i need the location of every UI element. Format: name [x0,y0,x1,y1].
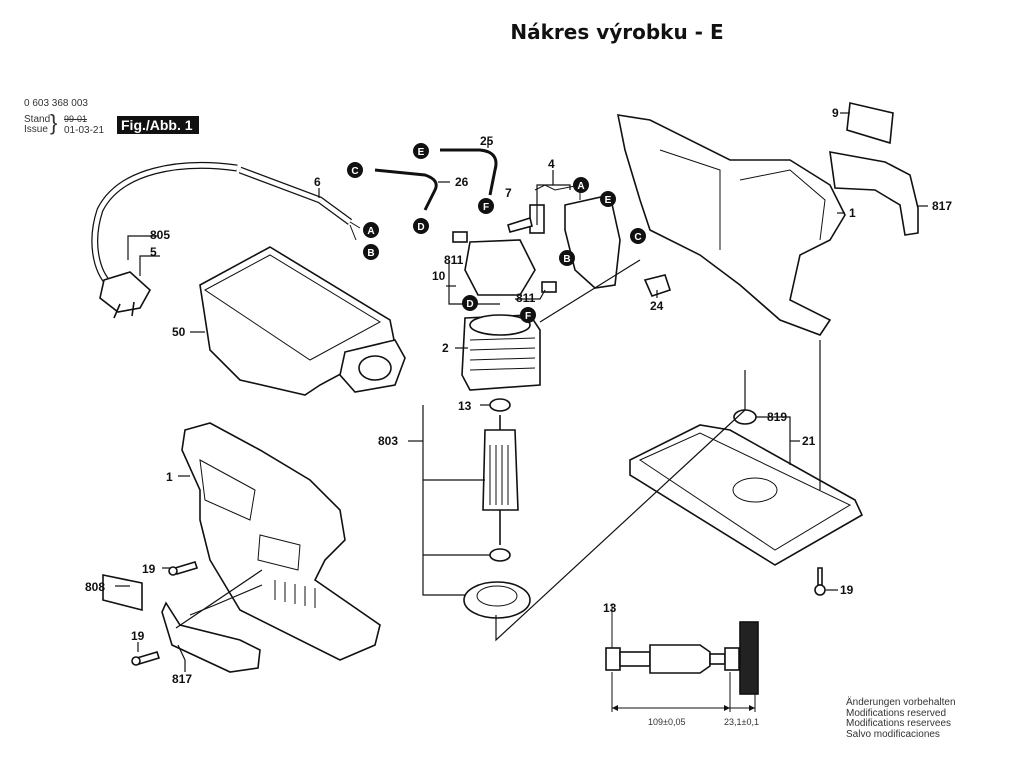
svg-text:C: C [634,232,641,243]
armature-assembly [463,398,531,619]
connector-C-wire26: C [347,162,363,178]
label-4: 4 [548,157,555,171]
connector-D-wire26: D [413,218,429,234]
fan-detail [739,621,759,695]
svg-text:E: E [605,195,612,206]
stand-issue-labels: Stand Issue [24,115,50,135]
brush-holder [452,231,557,296]
notice-fr: Modifications reservees [846,718,952,729]
connector-E-wire25: E [413,143,429,159]
wire-26 [374,168,438,211]
stand-label: Stand [24,114,51,125]
label-803: 803 [378,434,398,448]
wire-25 [440,148,498,196]
base-plate [629,409,864,566]
notice-es: Salvo modificaciones [846,728,940,740]
assembled-sander [181,422,381,661]
connector-E-switch: E [600,191,616,207]
label-817-right: 817 [932,199,952,213]
issue-date: 01-03-21 [64,125,105,136]
svg-text:E: E [418,147,425,158]
connector-B-cord: B [363,244,379,260]
svg-text:B: B [367,248,374,259]
label-5: 5 [150,245,157,259]
modifications-notice: Änderungen vorbehalten Modifications res… [846,697,956,740]
label-808: 808 [85,580,105,594]
part-number-text: 0 603 368 003 [24,98,88,109]
label-13-detail: 13 [603,601,617,615]
connector-A-switch: A [573,177,589,193]
svg-text:C: C [351,166,358,177]
dimension-length: 109±0,05 [648,717,685,727]
label-9: 9 [832,106,839,120]
svg-text:A: A [367,226,374,237]
label-819: 819 [767,410,787,424]
screw-19-right [814,567,826,596]
connector-D-coil: D [462,295,478,311]
brace-symbol: } [50,110,58,135]
label-13: 13 [458,399,472,413]
power-cord [91,161,361,288]
seal-24 [643,274,672,297]
label-9 [846,102,894,145]
screw-19-lower [131,651,161,666]
label-19-lower: 19 [131,629,145,643]
issue-old-date: 99-01 [64,114,88,124]
notice-de: Änderungen vorbehalten [846,697,956,708]
figure-badge: Fig./Abb. 1 [117,116,199,134]
label-811-right: 811 [516,291,536,305]
dust-box [199,246,406,396]
svg-text:B: B [563,254,570,265]
issue-label: Issue [24,124,48,135]
label-2: 2 [442,341,449,355]
label-24: 24 [650,299,664,313]
screw-19-upper [168,561,199,576]
label-805: 805 [150,228,170,242]
label-19-right: 19 [840,583,854,597]
label-817-bottom: 817 [172,672,192,686]
svg-text:F: F [525,311,531,322]
plug [99,271,152,319]
connector-A-cord: A [363,222,379,238]
label-808 [102,574,143,612]
svg-text:D: D [417,222,424,233]
page-title: Nákres výrobku - E [510,20,724,44]
label-6: 6 [314,175,321,189]
label-1-bottom: 1 [166,470,173,484]
notice-en: Modifications reserved [846,707,947,719]
connector-F-wire25: F [478,198,494,214]
cover-817-lower [161,601,261,673]
label-50: 50 [172,325,186,339]
label-19-left: 19 [142,562,156,576]
part-number: 0 603 368 003 [24,98,88,109]
dimension-offset: 23,1±0,1 [724,717,759,727]
connector-C-switch: C [630,228,646,244]
label-811-left: 811 [444,253,464,267]
label-7: 7 [505,186,512,200]
field-coil [461,314,541,391]
housing-half [616,114,846,336]
svg-text:F: F [483,202,489,213]
svg-text:D: D [466,299,473,310]
label-25: 25 [480,134,494,148]
connector-F-coil: F [520,307,536,323]
connector-B-switch: B [559,250,575,266]
cover-817 [829,151,919,236]
label-10: 10 [432,269,446,283]
armature-detail [605,605,759,712]
leader-lines [115,112,928,672]
label-1-top: 1 [849,206,856,220]
svg-text:A: A [577,181,584,192]
label-21: 21 [802,434,816,448]
connector-badges: A B E C F D A E C B D F [347,143,646,323]
label-26: 26 [455,175,469,189]
part-labels: 6 805 5 50 25 26 4 7 811 10 811 2 13 803… [85,106,952,727]
